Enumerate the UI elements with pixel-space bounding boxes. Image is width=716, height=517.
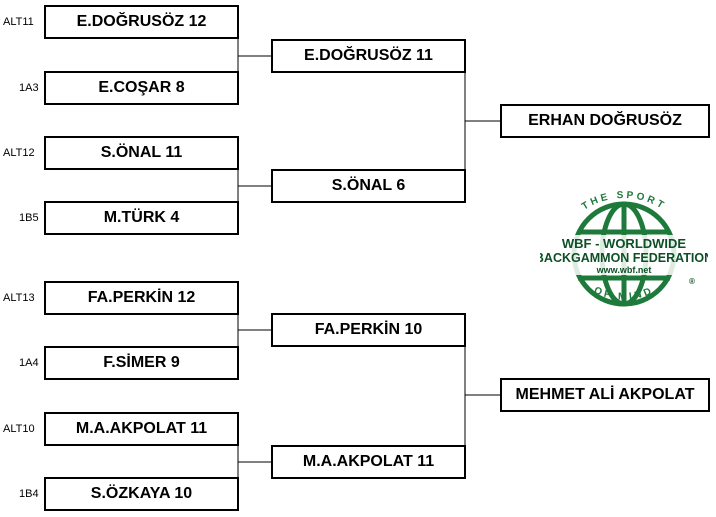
final-winner-box: ERHAN DOĞRUSÖZ [500,104,710,138]
seed-label: ALT12 [3,147,35,159]
logo-url: www.wbf.net [596,265,652,275]
seed-label: 1A3 [19,82,39,94]
logo-line1: WBF - WORLDWIDE [562,236,687,251]
round1-match-box: E.DOĞRUSÖZ 12 [44,5,239,39]
round2-match-box: S.ÖNAL 6 [271,169,466,203]
final-winner-box: MEHMET ALİ AKPOLAT [500,378,710,412]
seed-label: 1B4 [19,488,39,500]
round2-match-box: FA.PERKİN 10 [271,313,466,347]
logo-registered-mark: ® [689,277,695,286]
round1-match-box: M.TÜRK 4 [44,201,239,235]
seed-label: 1A4 [19,357,39,369]
seed-label: ALT10 [3,423,35,435]
round2-match-box: M.A.AKPOLAT 11 [271,445,466,479]
seed-label: ALT11 [3,16,34,28]
wbf-logo: THE SPORT OF MIND WBF - WORLDWIDE BACKGA… [540,190,708,307]
round1-match-box: FA.PERKİN 12 [44,281,239,315]
seed-label: 1B5 [19,212,39,224]
round1-match-box: S.ÖNAL 11 [44,136,239,170]
round1-match-box: M.A.AKPOLAT 11 [44,412,239,446]
round1-match-box: S.ÖZKAYA 10 [44,477,239,511]
round2-match-box: E.DOĞRUSÖZ 11 [271,39,466,73]
round1-match-box: E.COŞAR 8 [44,71,239,105]
seed-label: ALT13 [3,292,35,304]
round1-match-box: F.SİMER 9 [44,346,239,380]
logo-line2: BACKGAMMON FEDERATION [540,251,708,265]
